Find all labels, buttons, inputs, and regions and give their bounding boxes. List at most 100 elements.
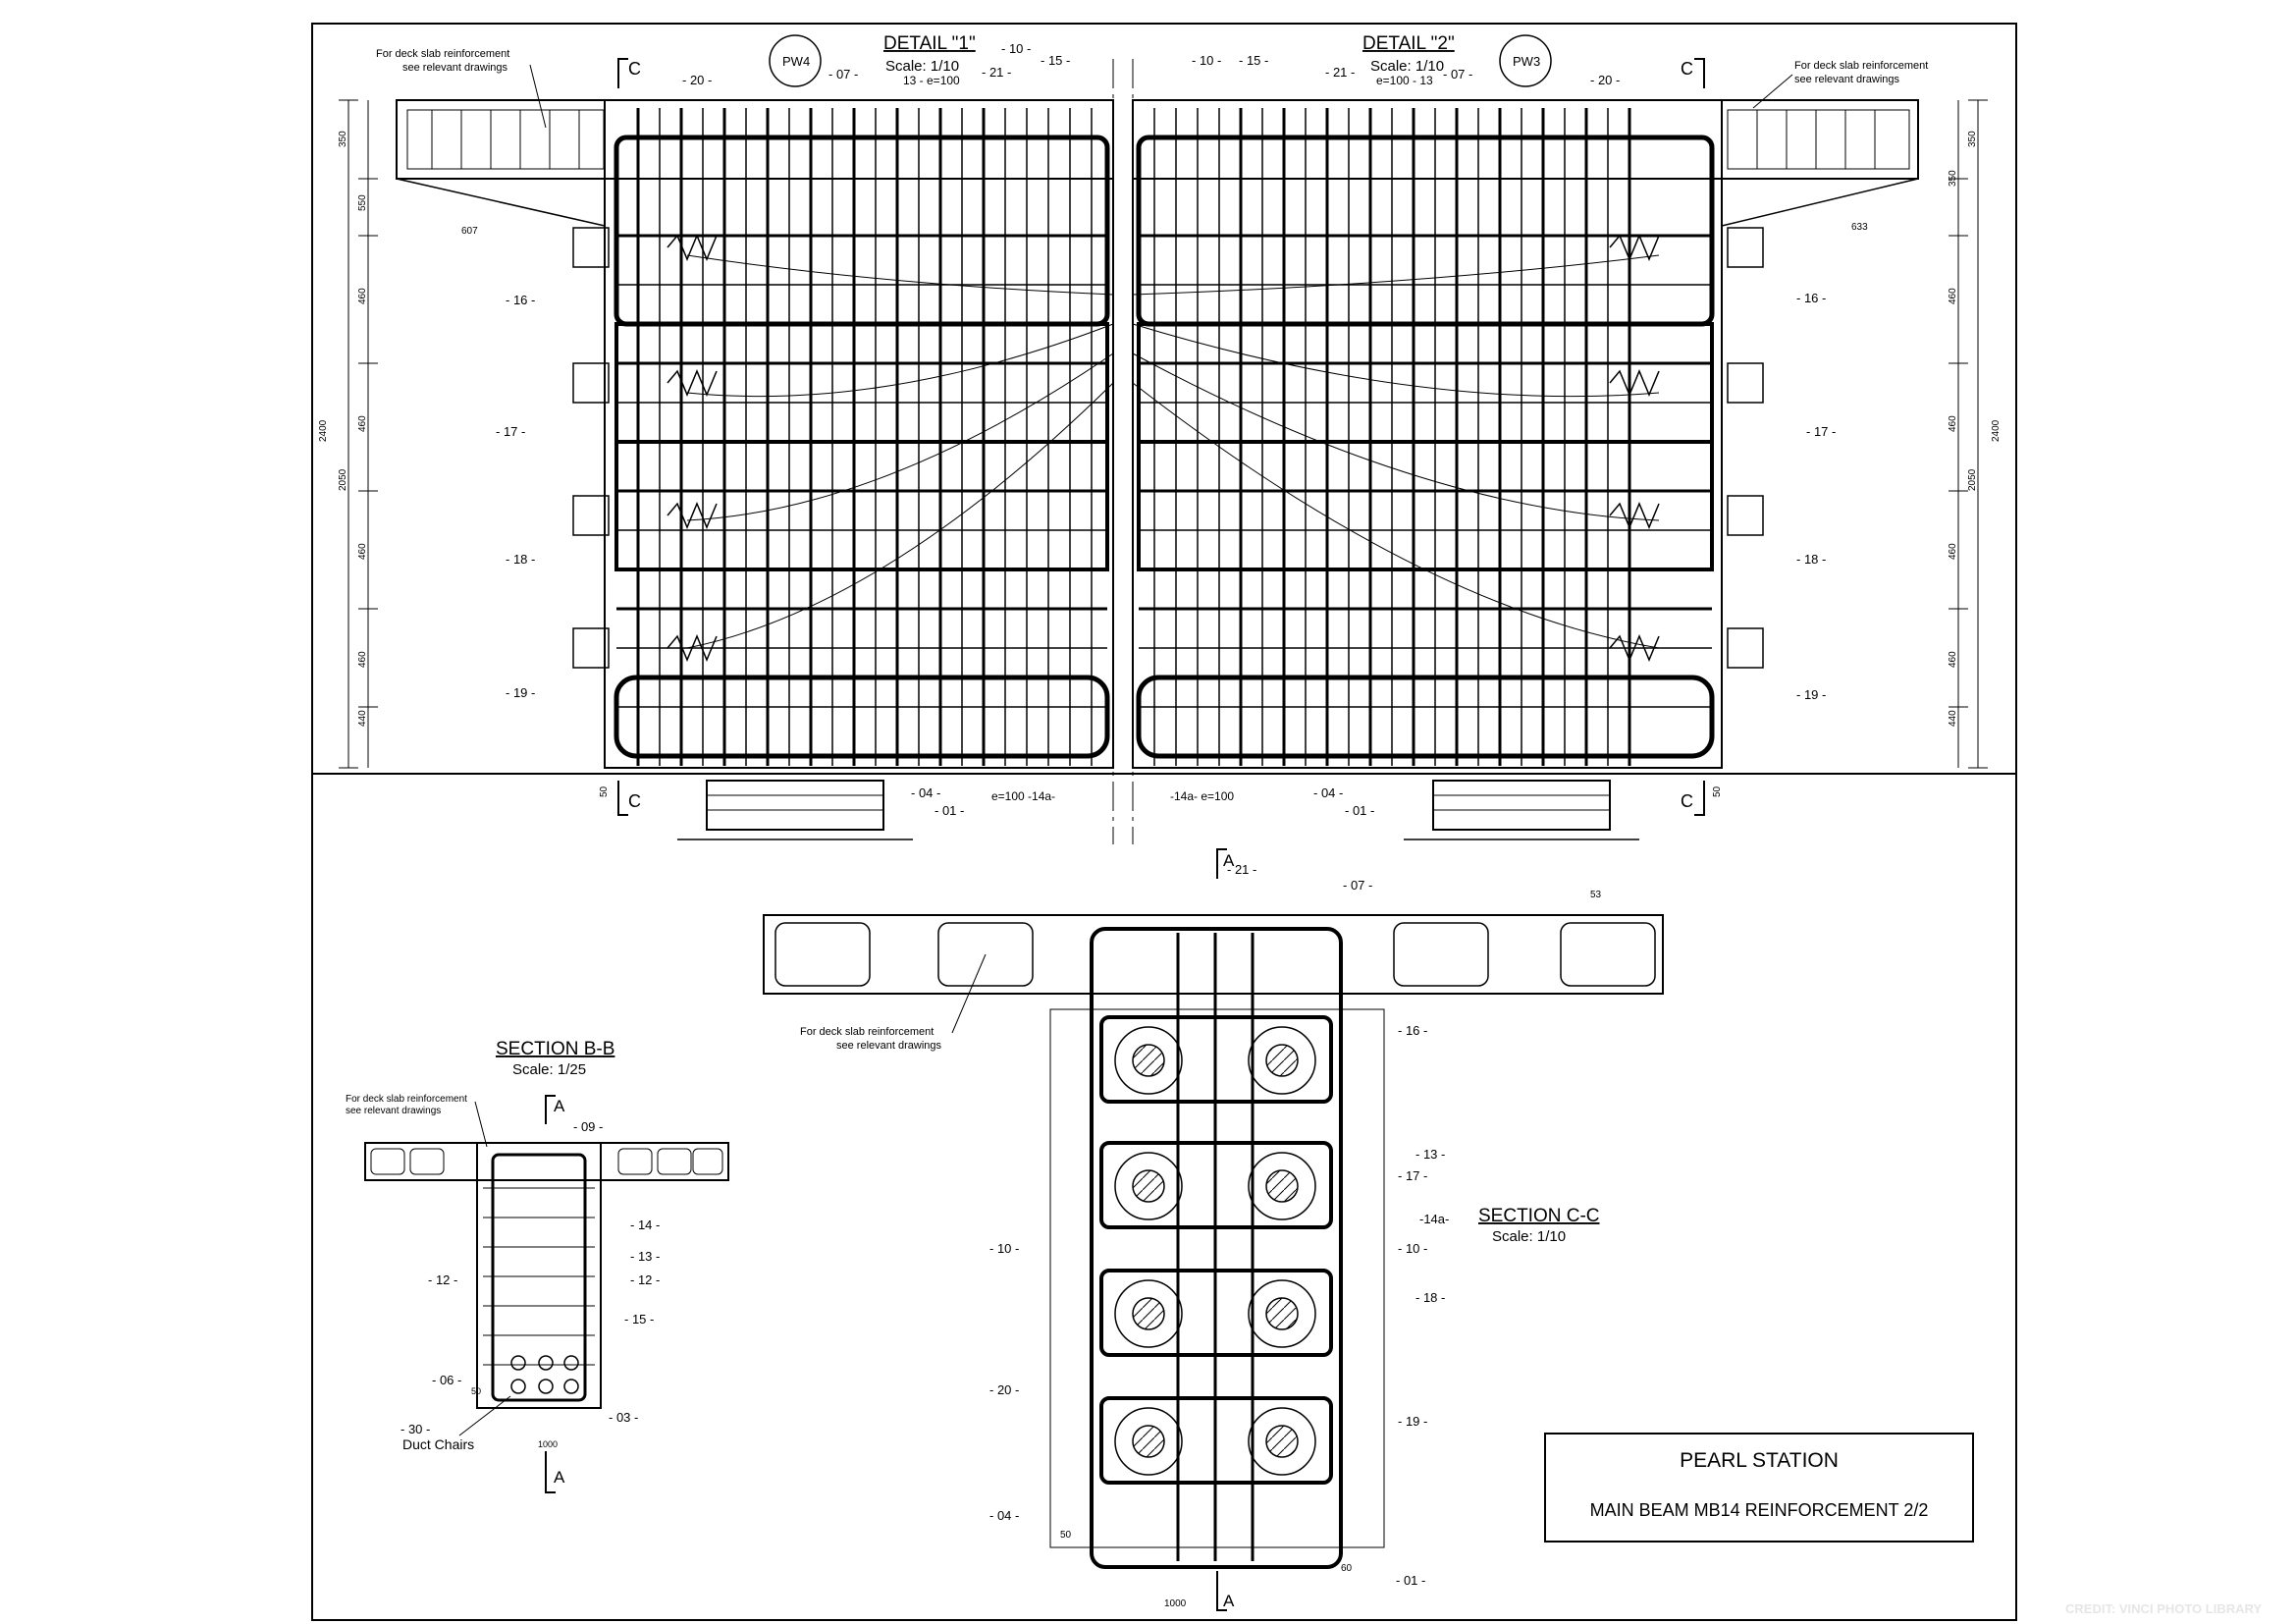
deck-note-bb-line1: For deck slab reinforcement (346, 1094, 467, 1105)
deck-slab-voids-bb (370, 1148, 723, 1175)
mark-20-cc: - 20 - (989, 1382, 1019, 1397)
deck-note-cc-line2: see relevant drawings (836, 1040, 942, 1052)
stirrup-loop-right-top (1136, 135, 1715, 327)
dim-460-right-d: 460 (1948, 651, 1958, 668)
section-c-mark-bottom-left (617, 781, 628, 816)
mark-07-cc: - 07 - (1343, 878, 1372, 893)
mark-04-cc: - 04 - (989, 1508, 1019, 1523)
tendon-ducts-cc (1114, 1026, 1316, 1476)
stirrup-loop-left-top (614, 135, 1110, 327)
dim-60-cc: 60 (1341, 1563, 1353, 1574)
duct-chairs-leader (458, 1395, 511, 1436)
dim-607-left: 607 (461, 226, 478, 237)
stirrup-bb (491, 1153, 587, 1402)
section-cc: SECTION C-C Scale: 1/10 A A For deck sla… (763, 848, 1664, 1611)
vertical-bars-right (1153, 108, 1631, 766)
dim-460-left-d: 460 (357, 651, 368, 668)
dim-2400-left: 2400 (318, 419, 329, 442)
beam-web-outer-cc (1049, 1008, 1385, 1548)
section-bb-scale: Scale: 1/25 (512, 1061, 586, 1078)
mark-20-left: - 20 - (682, 73, 712, 87)
mark-14a-left: e=100 -14a- (991, 789, 1055, 803)
dim-460-right-b: 460 (1948, 415, 1958, 432)
dim-633-right: 633 (1851, 222, 1868, 233)
section-cc-title: SECTION C-C (1478, 1206, 1600, 1226)
mark-18-left: - 18 - (506, 552, 535, 567)
bar-grid-bb (483, 1187, 595, 1366)
mark-07-left: - 07 - (828, 67, 858, 81)
dim-440-left: 440 (357, 710, 368, 727)
beam-web-cc (1090, 927, 1343, 1569)
mark-19-left: - 19 - (506, 685, 535, 700)
section-c-mark-top-right (1694, 58, 1705, 88)
pier-pw3-label: PW3 (1513, 54, 1540, 69)
deck-note-cc-leader (951, 953, 987, 1034)
mark-16-right: - 16 - (1796, 291, 1826, 305)
detail-2-elevation: DETAIL "2" Scale: 1/10 PW3 For deck slab… (1132, 33, 2002, 844)
dim-460-right-c: 460 (1948, 543, 1958, 560)
dim-2050-right: 2050 (1967, 468, 1978, 491)
deck-slab-cc (763, 914, 1664, 995)
mark-12-bb-left: - 12 - (428, 1272, 457, 1287)
section-c-label-top-right: C (1681, 59, 1693, 79)
mark-10-left: - 10 - (1001, 41, 1031, 56)
horizontal-bars-right (1139, 234, 1712, 708)
deck-note-left-line1: For deck slab reinforcement (376, 48, 509, 60)
section-bb-cut-bottom (545, 1451, 556, 1493)
dim-350-right-b: 350 (1948, 170, 1958, 187)
mark-09-bb: - 09 - (573, 1119, 603, 1134)
deck-note-right-line1: For deck slab reinforcement (1794, 60, 1928, 72)
mark-17-left: - 17 - (496, 424, 525, 439)
mark-13-left: 13 - e=100 (903, 74, 960, 87)
section-cc-scale: Scale: 1/10 (1492, 1228, 1566, 1245)
deck-note-left-leader (529, 64, 547, 129)
anchorages-right (1609, 227, 1764, 669)
deck-note-left-line2: see relevant drawings (402, 62, 508, 74)
tendon-profiles-right (1132, 254, 1660, 649)
dim-440-right: 440 (1948, 710, 1958, 727)
tendon-ducts-bb (510, 1355, 579, 1394)
section-c-label-top-left: C (628, 59, 641, 79)
dim-460-right-a: 460 (1948, 288, 1958, 304)
mark-13-right: e=100 - 13 (1376, 74, 1433, 87)
mark-14a-cc: -14a- (1419, 1212, 1449, 1226)
photo-credit: CREDIT: VINCI PHOTO LIBRARY (2065, 1601, 2262, 1616)
mark-20-right: - 20 - (1590, 73, 1620, 87)
mark-15-left: - 15 - (1041, 53, 1070, 68)
duct-chairs-label: Duct Chairs (402, 1436, 474, 1452)
deck-note-cc-line1: For deck slab reinforcement (800, 1026, 934, 1038)
deck-note-bb-line2: see relevant drawings (346, 1106, 441, 1116)
section-bb-cut-top (545, 1095, 556, 1124)
mark-10-right: - 10 - (1192, 53, 1221, 68)
mark-17-right: - 17 - (1806, 424, 1836, 439)
mark-19-cc: - 19 - (1398, 1414, 1427, 1429)
mark-14a-right: -14a- e=100 (1170, 789, 1234, 803)
mark-13-bb: - 13 - (630, 1249, 660, 1264)
dim-slab-cc: 53 (1590, 890, 1602, 900)
dim-50-cc: 50 (1060, 1530, 1072, 1541)
mark-01-left: - 01 - (934, 803, 964, 818)
mark-10-cc-right: - 10 - (1398, 1241, 1427, 1256)
mark-17-cc: - 17 - (1398, 1168, 1427, 1183)
bearing-right (1432, 780, 1611, 831)
stirrup-loop-right-bottom (1136, 675, 1715, 759)
section-c-mark-top-left (617, 58, 628, 88)
dim-2400-right: 2400 (1991, 419, 2002, 442)
pier-pw4-circle (769, 34, 822, 87)
dim-460-left-b: 460 (357, 415, 368, 432)
anchorages-left (572, 227, 718, 669)
dim-50-left: 50 (599, 785, 610, 797)
mark-10-cc-left: - 10 - (989, 1241, 1019, 1256)
deck-slab-voids-cc (774, 922, 1656, 987)
mark-06-bb: - 06 - (432, 1373, 461, 1387)
dimension-chain-left (339, 99, 378, 769)
mark-14-bb: - 14 - (630, 1218, 660, 1232)
stirrup-loop-right-upper (1137, 322, 1714, 444)
mark-04-right: - 04 - (1313, 785, 1343, 800)
stirrup-loop-left-bottom (614, 675, 1110, 759)
mark-21-right: - 21 - (1325, 65, 1355, 80)
deck-slab-voids-right (1727, 109, 1910, 170)
dim-1000-cc: 1000 (1164, 1598, 1187, 1609)
mark-18-right: - 18 - (1796, 552, 1826, 567)
